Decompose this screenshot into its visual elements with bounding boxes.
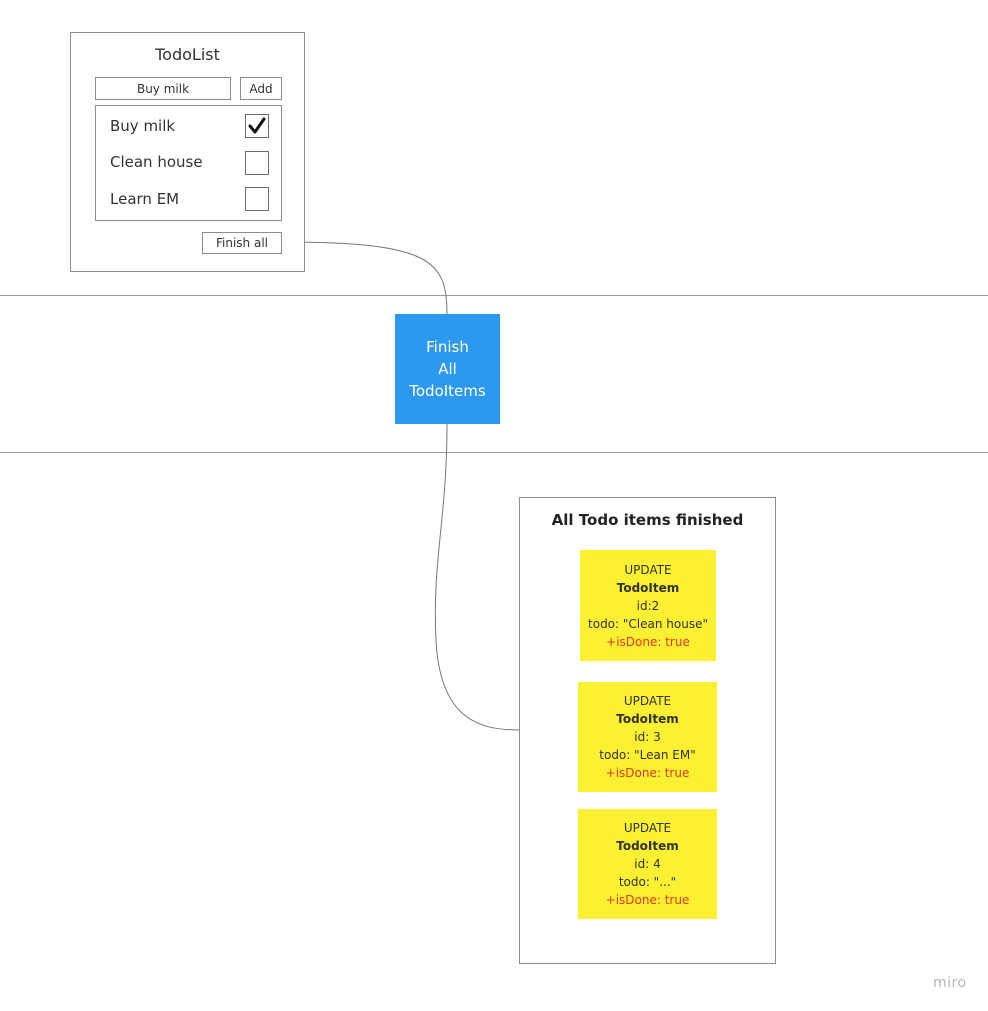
todo-item-checkbox[interactable]: [245, 151, 269, 175]
sticky-change: +isDone: true: [606, 634, 690, 649]
todo-list: Buy milk Clean house Learn EM: [95, 105, 282, 221]
connector-command-to-event: [434, 423, 520, 731]
sticky-id: id: 3: [634, 730, 661, 744]
sticky-todo: todo: "Clean house": [588, 616, 708, 631]
connector-finish-to-command: [280, 241, 448, 315]
todo-item-label: Buy milk: [110, 117, 176, 135]
sticky-op: UPDATE: [624, 562, 672, 577]
sticky-entity: TodoItem: [616, 580, 680, 595]
new-todo-input[interactable]: Buy milk: [95, 77, 231, 100]
sticky-todo: todo: "...": [618, 875, 677, 889]
sticky-note[interactable]: UPDATE TodoItem id: 3 todo: "Lean EM" +i…: [578, 682, 717, 792]
command-line: All: [438, 360, 457, 378]
sticky-todo: todo: "Lean EM": [599, 748, 696, 762]
sticky-note[interactable]: UPDATE TodoItem id:2 todo: "Clean house"…: [580, 550, 716, 661]
event-title: All Todo items finished: [551, 511, 744, 529]
wireframe-title: TodoList: [155, 45, 220, 64]
finish-all-button[interactable]: Finish all: [202, 232, 282, 254]
todo-item-label: Clean house: [110, 153, 203, 171]
event-frame: All Todo items finished UPDATE TodoItem …: [519, 497, 776, 964]
command-finish-all-todoitems[interactable]: Finish All TodoItems: [395, 314, 500, 424]
sticky-entity: TodoItem: [616, 712, 679, 726]
todo-item-checkbox[interactable]: [245, 114, 269, 138]
miro-watermark: miro: [933, 975, 967, 991]
todo-item-label: Learn EM: [110, 190, 180, 208]
add-button[interactable]: Add: [240, 77, 282, 100]
sticky-id: id: 4: [634, 857, 661, 871]
sticky-note[interactable]: UPDATE TodoItem id: 4 todo: "..." +isDon…: [578, 809, 717, 919]
sticky-entity: TodoItem: [616, 839, 679, 853]
sticky-id: id:2: [636, 598, 660, 613]
todolist-wireframe: TodoList Buy milk Add Buy milk Clean hou…: [70, 32, 305, 272]
sticky-op: UPDATE: [623, 694, 672, 708]
sticky-op: UPDATE: [623, 821, 672, 835]
sticky-change: +isDone: true: [605, 893, 690, 907]
checkmark-icon: [248, 117, 266, 134]
swimlane-divider-bottom: [0, 452, 988, 453]
swimlane-divider-top: [0, 295, 988, 296]
command-line: Finish: [426, 338, 469, 356]
todo-item-checkbox[interactable]: [245, 187, 269, 211]
sticky-change: +isDone: true: [605, 766, 690, 780]
command-line: TodoItems: [409, 382, 486, 400]
